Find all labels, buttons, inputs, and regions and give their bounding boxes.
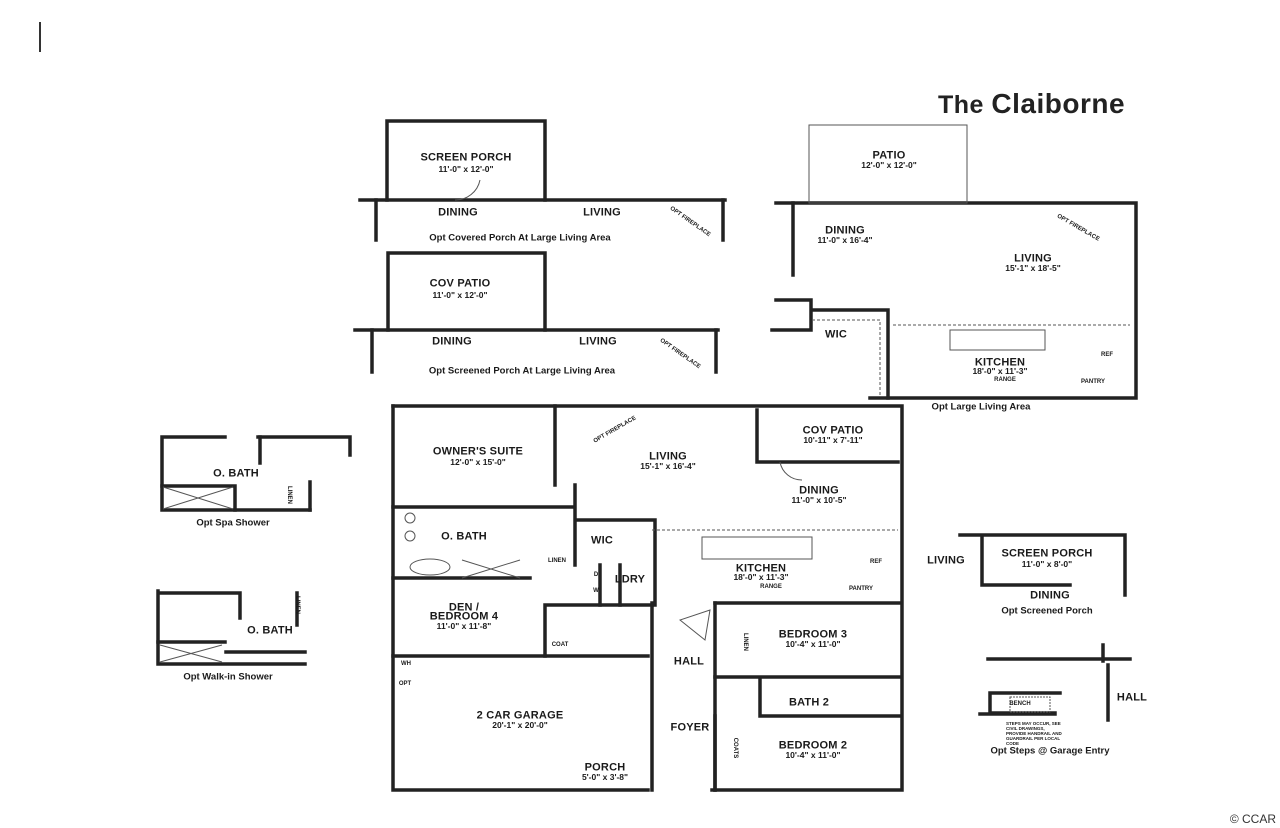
room-dims: 10'-4" x 11'-0" — [785, 638, 841, 649]
room-dims: 12'-0" x 15'-0" — [450, 456, 506, 467]
room-label: O. BATH — [247, 624, 293, 637]
room-dims: 11'-0" x 10'-5" — [791, 494, 847, 505]
room-label: COV PATIO — [802, 424, 864, 437]
room-dims: 10'-4" x 11'-0" — [785, 749, 841, 760]
room-dims: 11'-0" x 8'-0" — [1021, 558, 1073, 569]
room-label: LIVING — [579, 335, 617, 348]
room-dims: 18'-0" x 11'-3" — [733, 571, 789, 582]
option-caption: Opt Large Living Area — [931, 401, 1031, 413]
room-label: BEDROOM 4 — [429, 610, 499, 623]
room-label: O. BATH — [441, 530, 487, 543]
room-dims: 15'-1" x 18'-5" — [1005, 262, 1061, 273]
option-caption: Opt Screened Porch At Large Living Area — [428, 365, 616, 377]
room-label: 2 CAR GARAGE — [476, 709, 564, 722]
room-label: HALL — [673, 655, 705, 668]
room-label: PORCH — [584, 761, 626, 774]
opt-steps-walls — [978, 643, 1132, 722]
main-plan-walls — [391, 404, 904, 792]
opt-screened-porch-large-walls — [353, 251, 720, 374]
linen-label: LINEN — [286, 486, 292, 504]
opt-door-label: OPT — [398, 681, 412, 687]
ref-label: REF — [1101, 352, 1113, 358]
room-label: LIVING — [927, 554, 965, 567]
room-dims: 11'-0" x 12'-0" — [438, 163, 494, 174]
coats-label: COATS — [732, 737, 738, 759]
room-label: BATH 2 — [788, 696, 830, 709]
pantry-label: PANTRY — [849, 586, 873, 592]
option-caption: Opt Spa Shower — [196, 517, 270, 529]
room-label: LIVING — [1014, 252, 1052, 265]
room-dims: 20'-1" x 20'-0" — [492, 719, 548, 730]
room-label: SCREEN PORCH — [1001, 547, 1093, 560]
range-label: RANGE — [760, 584, 782, 590]
room-label: HALL — [1116, 691, 1148, 704]
opt-covered-porch-walls — [358, 119, 727, 242]
linen-label: LINEN — [742, 633, 748, 651]
room-dims: 11'-0" x 16'-4" — [817, 234, 873, 245]
linen-label: LINEN — [294, 596, 300, 614]
ref-label: REF — [870, 559, 882, 565]
room-label: DINING — [825, 224, 865, 237]
room-dims: 18'-0" x 11'-3" — [972, 365, 1028, 376]
room-label: BEDROOM 3 — [778, 628, 848, 641]
room-label: LIVING — [583, 206, 621, 219]
option-caption: Opt Screened Porch — [1001, 605, 1093, 617]
room-label: DINING — [799, 484, 839, 497]
washer-label: W — [593, 588, 599, 594]
room-label: DINING — [438, 206, 478, 219]
room-label: PATIO — [872, 149, 906, 162]
dryer-label: D — [593, 572, 599, 578]
steps-note: STEPS MAY OCCUR, SEE CIVIL DRAWINGS, PRO… — [1006, 721, 1062, 746]
room-dims: 5'-0" x 3'-8" — [581, 771, 629, 782]
option-caption: Opt Covered Porch At Large Living Area — [429, 232, 611, 244]
patio-outline — [808, 124, 968, 204]
scan-mark — [39, 22, 41, 52]
room-label: FOYER — [670, 721, 710, 734]
water-heater-label: WH — [401, 661, 411, 667]
room-label: BEDROOM 2 — [778, 739, 848, 752]
coat-label: COAT — [551, 642, 569, 648]
room-label: SCREEN PORCH — [420, 151, 512, 164]
opt-screened-porch-walls — [958, 533, 1127, 597]
room-label: DEN / — [448, 601, 480, 614]
linen-label: LINEN — [548, 558, 566, 564]
room-label: LIVING — [649, 450, 687, 463]
room-dims: 15'-1" x 16'-4" — [640, 460, 696, 471]
opt-spa-shower-walls — [160, 435, 352, 512]
room-label: KITCHEN — [974, 356, 1026, 369]
pantry-label: PANTRY — [1081, 379, 1105, 385]
room-dims: 11'-0" x 12'-0" — [432, 289, 488, 300]
room-label: DINING — [1030, 589, 1070, 602]
room-dims: 12'-0" x 12'-0" — [861, 159, 917, 170]
room-label: KITCHEN — [735, 562, 787, 575]
room-dims: 10'-11" x 7'-11" — [803, 434, 863, 445]
room-label: O. BATH — [213, 467, 259, 480]
copyright: © CCAR — [1229, 812, 1276, 826]
option-caption: Opt Walk-in Shower — [183, 671, 273, 683]
room-label: DINING — [432, 335, 472, 348]
room-label: OWNER'S SUITE — [432, 445, 524, 458]
room-label: WIC — [825, 328, 847, 341]
room-label: WIC — [591, 534, 613, 547]
room-label: COV PATIO — [429, 277, 491, 290]
room-dims: 11'-0" x 11'-8" — [436, 620, 492, 631]
option-caption: Opt Steps @ Garage Entry — [990, 745, 1110, 757]
bench-label: BENCH — [1009, 701, 1031, 707]
room-label: LDRY — [614, 573, 646, 586]
opt-walkin-shower-walls — [156, 589, 307, 666]
plan-title: The Claiborne — [938, 88, 1126, 119]
range-label: RANGE — [994, 377, 1016, 383]
